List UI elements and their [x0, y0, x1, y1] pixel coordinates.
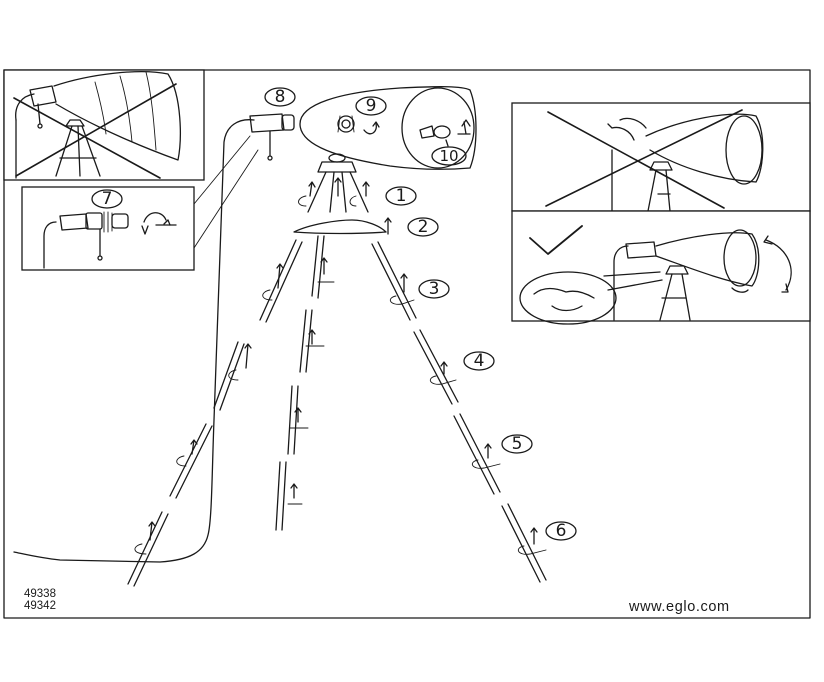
step-callout-2: 2: [407, 217, 439, 237]
step-number-9: 9: [366, 96, 377, 116]
step-callout-5: 5: [501, 434, 533, 454]
step-callout-1: 1: [385, 186, 417, 206]
step-number-4: 4: [474, 351, 485, 371]
leg-right: [371, 241, 547, 583]
step-callout-9: 9: [355, 96, 387, 116]
step-number-1: 1: [396, 186, 407, 206]
check-mark-icon: [529, 225, 583, 255]
step-callout-3: 3: [418, 279, 450, 299]
wrong-usage-panel-right: [511, 102, 811, 212]
step-callout-6: 6: [545, 521, 577, 541]
cross-mark-icon: [545, 109, 743, 209]
step-number-2: 2: [418, 217, 429, 237]
step-callout-8: 8: [264, 87, 296, 107]
step-7-detail: [21, 186, 195, 271]
step-number-8: 8: [275, 87, 286, 107]
tripod-disk: [293, 217, 392, 235]
tripod-hub: [298, 153, 370, 213]
leg-left: [127, 239, 303, 587]
step-callout-7: 7: [91, 189, 123, 209]
step-number-5: 5: [512, 434, 523, 454]
correct-usage-panel: [511, 210, 811, 325]
wrong-usage-panel-left: [3, 69, 205, 181]
step-callout-10: 10: [431, 146, 467, 166]
model-number-2: 49342: [24, 600, 56, 612]
lamp-socket: [249, 113, 295, 161]
power-cable: [13, 119, 255, 563]
step-callout-4: 4: [463, 351, 495, 371]
cross-mark-icon: [13, 83, 177, 179]
step-number-10: 10: [439, 147, 458, 165]
step-number-6: 6: [556, 521, 567, 541]
lamp-shade: [299, 86, 477, 170]
step-number-3: 3: [429, 279, 440, 299]
leg-center: [275, 235, 335, 531]
step-number-7: 7: [102, 189, 113, 209]
model-number-1: 49338: [24, 588, 56, 600]
website-url: www.eglo.com: [628, 599, 730, 615]
sheet-border: [3, 69, 811, 619]
